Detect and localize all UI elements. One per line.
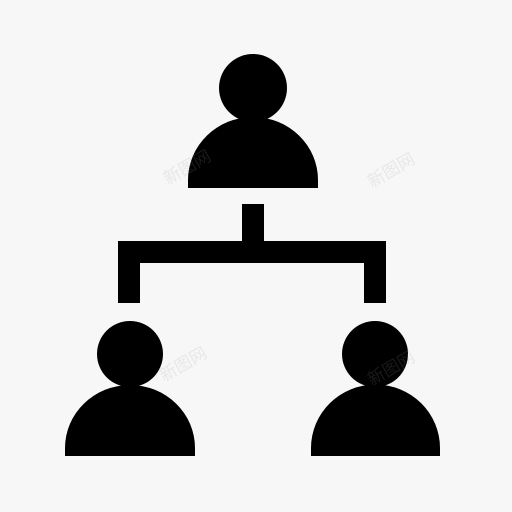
- hierarchy-connector: [118, 204, 386, 303]
- left-person-head: [97, 321, 163, 387]
- connector-right-drop: [364, 241, 386, 303]
- organization-hierarchy-icon: [65, 54, 440, 456]
- right-person-head: [342, 321, 408, 387]
- connector-crossbar: [118, 241, 386, 263]
- top-person-head: [219, 54, 287, 122]
- top-person-body: [188, 117, 318, 188]
- right-person-icon: [311, 321, 440, 456]
- connector-stem: [242, 204, 264, 242]
- right-person-body: [311, 384, 440, 456]
- left-person-body: [65, 385, 195, 456]
- top-person-icon: [188, 54, 318, 188]
- connector-left-drop: [118, 241, 140, 303]
- left-person-icon: [65, 321, 195, 456]
